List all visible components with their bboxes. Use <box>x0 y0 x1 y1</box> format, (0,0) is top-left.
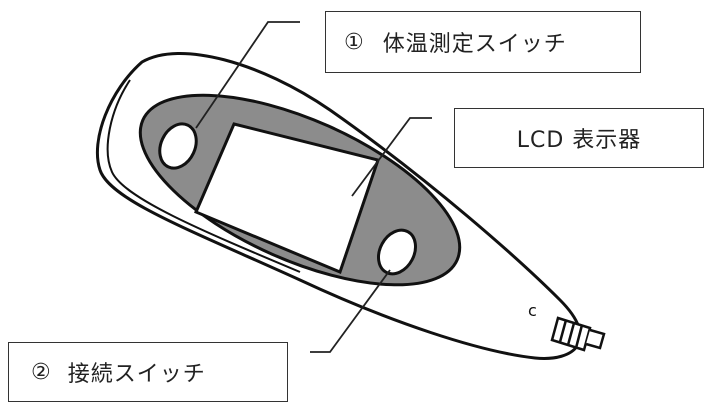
temp-switch-button <box>158 122 198 170</box>
connect-switch-button <box>377 228 417 276</box>
lcd-screen <box>194 122 380 275</box>
leader-line-lcd <box>351 117 432 197</box>
label-temp-switch: ① 体温測定スイッチ <box>325 11 641 73</box>
label-conn-number: ② <box>31 359 52 385</box>
label-temp-text: 体温測定スイッチ <box>382 32 567 57</box>
label-temp-number: ① <box>344 29 365 55</box>
leader-line-conn <box>310 269 391 353</box>
label-conn-text: 接続スイッチ <box>67 362 206 387</box>
leader-line-temp <box>195 21 300 129</box>
label-lcd-text: LCD 表示器 <box>516 128 642 153</box>
label-connect-switch: ② 接続スイッチ <box>8 342 288 402</box>
cable-connector <box>550 316 606 352</box>
device-body-rim <box>106 79 301 273</box>
label-lcd-display: LCD 表示器 <box>454 108 704 168</box>
connector-mark: c <box>528 301 537 320</box>
